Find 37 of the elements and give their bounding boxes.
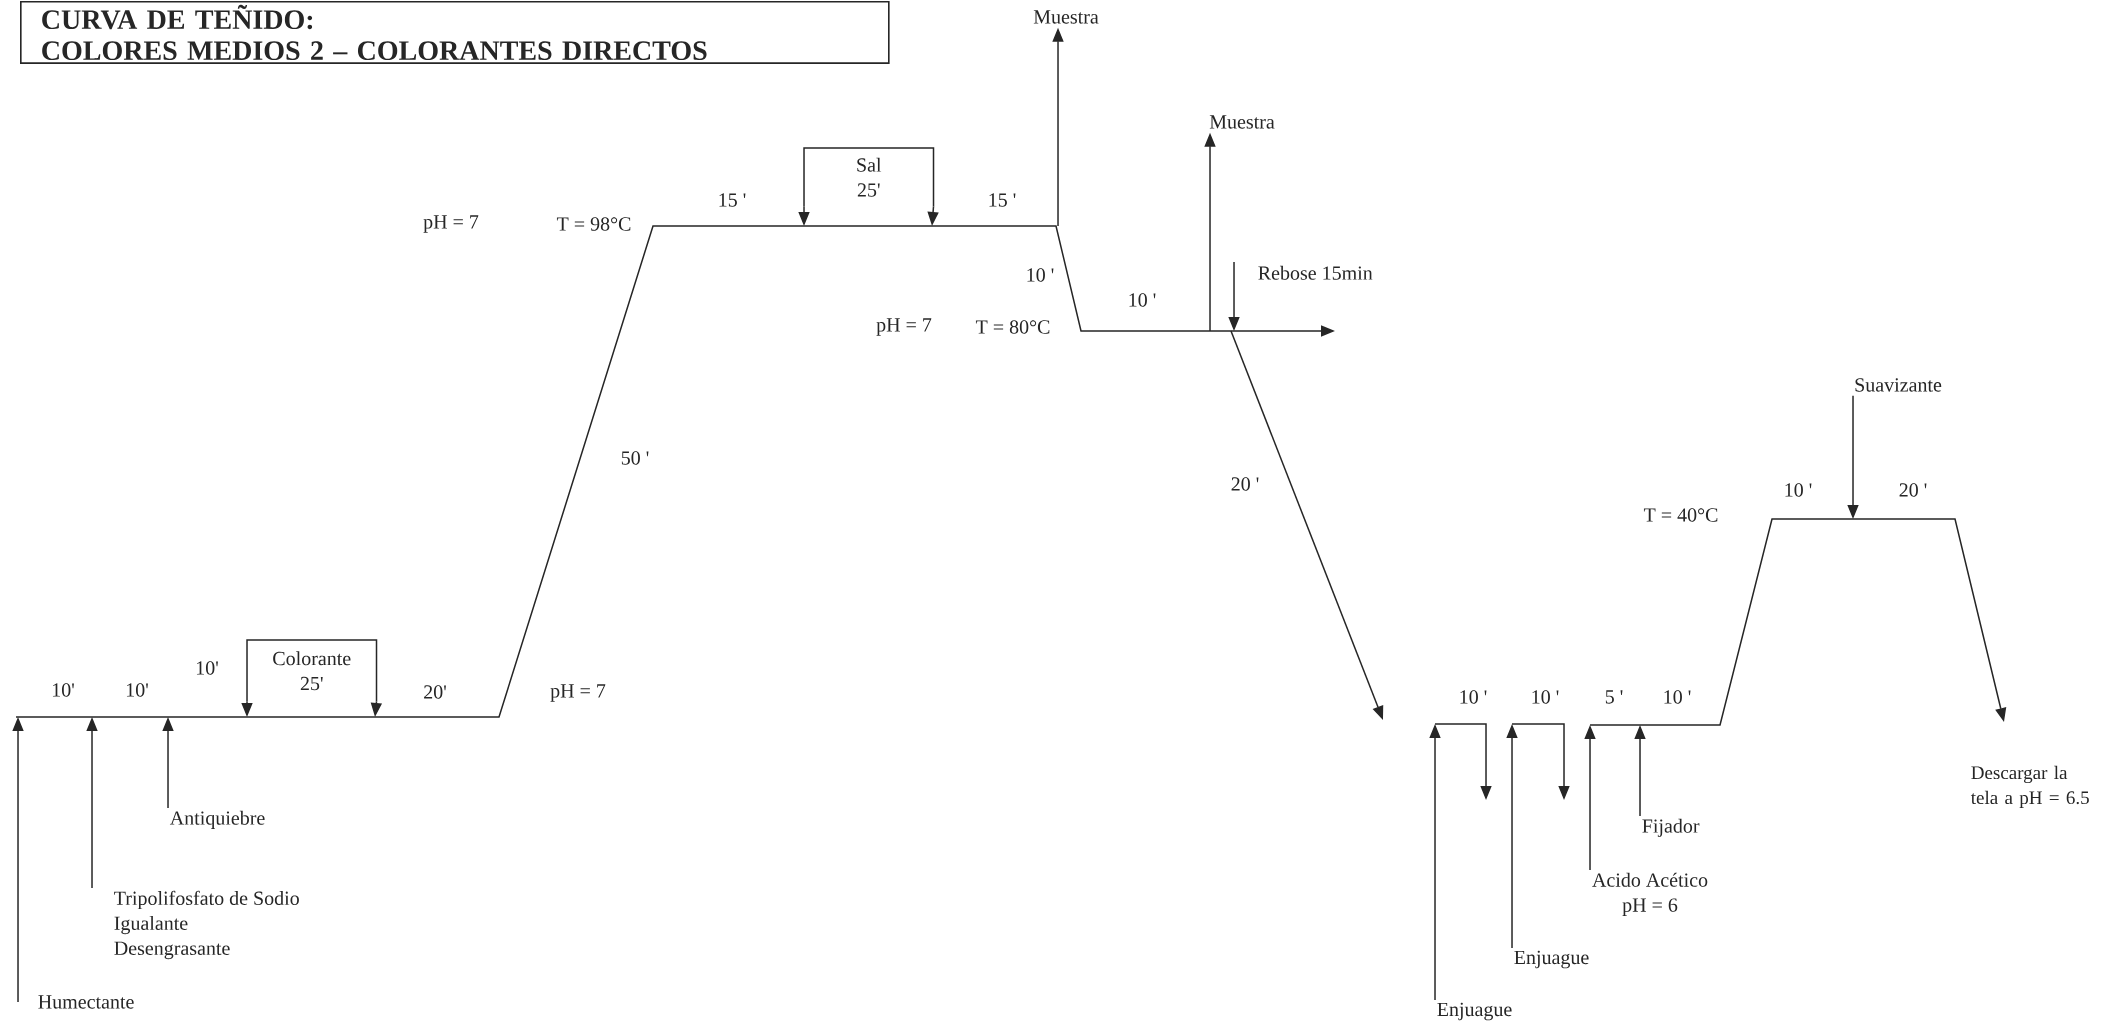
ph-label: pH = 7	[550, 684, 606, 702]
time-label: 15 '	[719, 193, 746, 207]
sample-label: Muestra	[1209, 115, 1275, 129]
chemical-label: Humectante	[38, 995, 134, 1009]
time-label: 10 '	[1129, 293, 1156, 307]
chemical-label: Antiquiebre	[169, 810, 265, 829]
chemical-label: Acido Acético pH = 6	[1592, 872, 1708, 916]
chemical-label: Enjuague	[1514, 950, 1589, 969]
ph-label: pH = 7	[876, 318, 932, 336]
ph-label: pH = 7	[423, 215, 479, 233]
time-label: 10'	[126, 683, 148, 697]
temperature-label: T = 98°C	[556, 217, 631, 231]
time-label: 20 '	[1231, 477, 1259, 491]
time-label: 20 '	[1899, 483, 1927, 497]
time-label: 10'	[52, 683, 74, 697]
time-label: 5 '	[1605, 690, 1623, 704]
temperature-label: T = 80°C	[975, 320, 1050, 334]
time-label: 10 '	[1027, 268, 1054, 282]
time-label: 15 '	[989, 193, 1016, 207]
chemical-label: Fijador	[1642, 818, 1700, 837]
chemical-label: Suavizante	[1855, 378, 1942, 392]
addition-bracket: Colorante 25'	[246, 639, 378, 703]
addition-bracket: Sal 25'	[803, 147, 935, 208]
time-label: 10 '	[1532, 690, 1559, 704]
temperature-label: T = 40°C	[1643, 508, 1718, 522]
sample-label: Muestra	[1033, 10, 1099, 24]
title-box: CURVA DE TEÑIDO: COLORES MEDIOS 2 – COLORANTES DIRECTOS	[20, 1, 890, 64]
time-label: 10 '	[1460, 690, 1487, 704]
time-label: 10 '	[1785, 483, 1812, 497]
chemical-label: Enjuague	[1437, 1002, 1512, 1021]
time-label: 50 '	[621, 451, 649, 465]
time-label: 10 '	[1664, 690, 1691, 704]
time-label: 20'	[424, 685, 446, 699]
note-text: Descargar la tela a pH = 6.5	[1970, 765, 2089, 808]
chemical-label: Tripolifosfato de Sodio Igualante Desengrasante	[114, 890, 299, 960]
chemical-label: Rebose 15min	[1258, 265, 1373, 280]
time-label: 10'	[196, 661, 218, 675]
